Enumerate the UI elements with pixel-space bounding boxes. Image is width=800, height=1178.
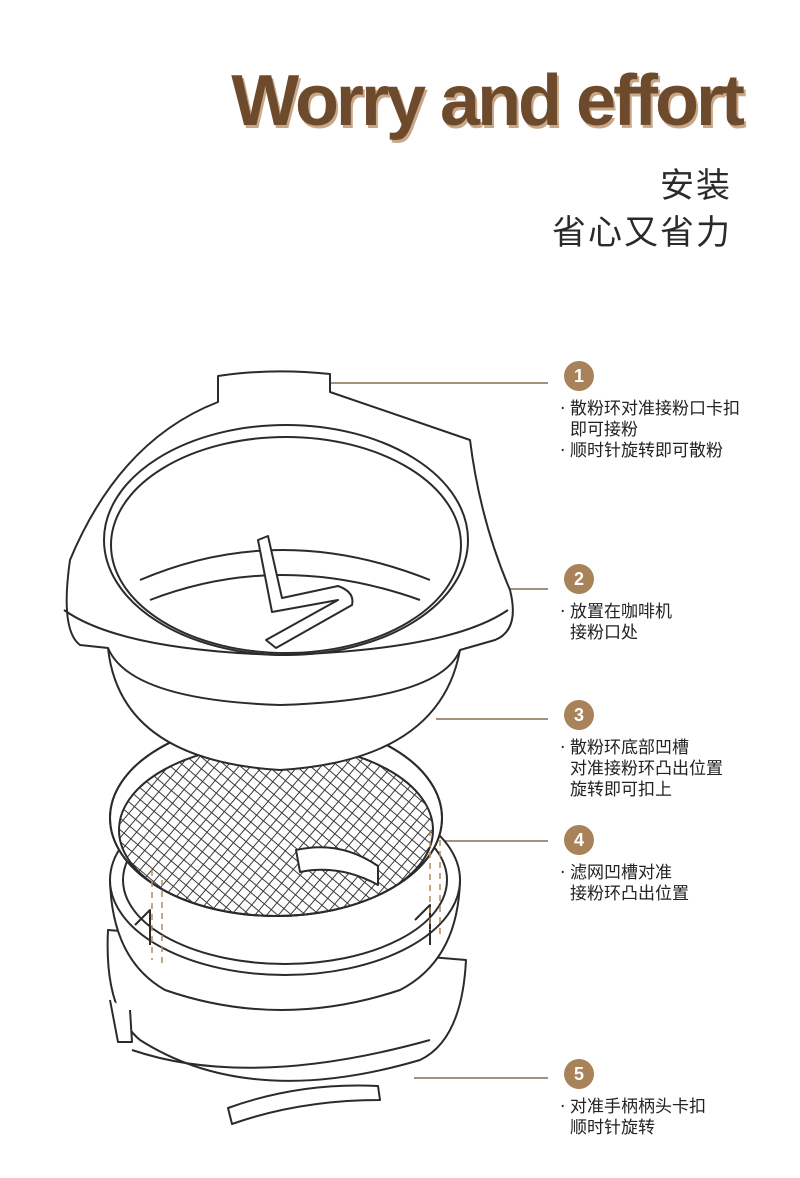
step-number-badge: 1 xyxy=(564,361,594,391)
step-number-badge: 4 xyxy=(564,825,594,855)
step-3-line-3: 旋转即可扣上 xyxy=(570,780,672,800)
step-number-badge: 2 xyxy=(564,564,594,594)
subtitle-install: 安装 xyxy=(660,166,732,206)
step-5-line-2: 顺时针旋转 xyxy=(570,1118,655,1138)
step-1-line-3: 顺时针旋转即可散粉 xyxy=(560,441,740,462)
step-1-line-1: 散粉环对准接粉口卡扣 xyxy=(560,399,740,420)
step-2-line-1: 放置在咖啡机 xyxy=(560,602,672,623)
alignment-guides xyxy=(151,830,441,965)
step-5-line-1: 对准手柄柄头卡扣 xyxy=(560,1097,706,1118)
headline-title: Worry and effort xyxy=(231,61,745,141)
step-4-line-2: 接粉环凸出位置 xyxy=(570,884,689,904)
step-4-line-1: 滤网凹槽对准 xyxy=(560,863,689,884)
leader-lines xyxy=(325,382,548,1079)
subtitle-effortless: 省心又省力 xyxy=(552,213,732,253)
step-1-line-2: 即可接粉 xyxy=(570,420,638,440)
step-3-line-2: 对准接粉环凸出位置 xyxy=(570,759,723,779)
dosing-cup xyxy=(63,370,514,771)
step-3-line-1: 散粉环底部凹槽 xyxy=(560,738,723,759)
step-2-line-2: 接粉口处 xyxy=(570,623,638,643)
step-number-badge: 3 xyxy=(564,700,594,730)
step-number-badge: 5 xyxy=(564,1059,594,1089)
